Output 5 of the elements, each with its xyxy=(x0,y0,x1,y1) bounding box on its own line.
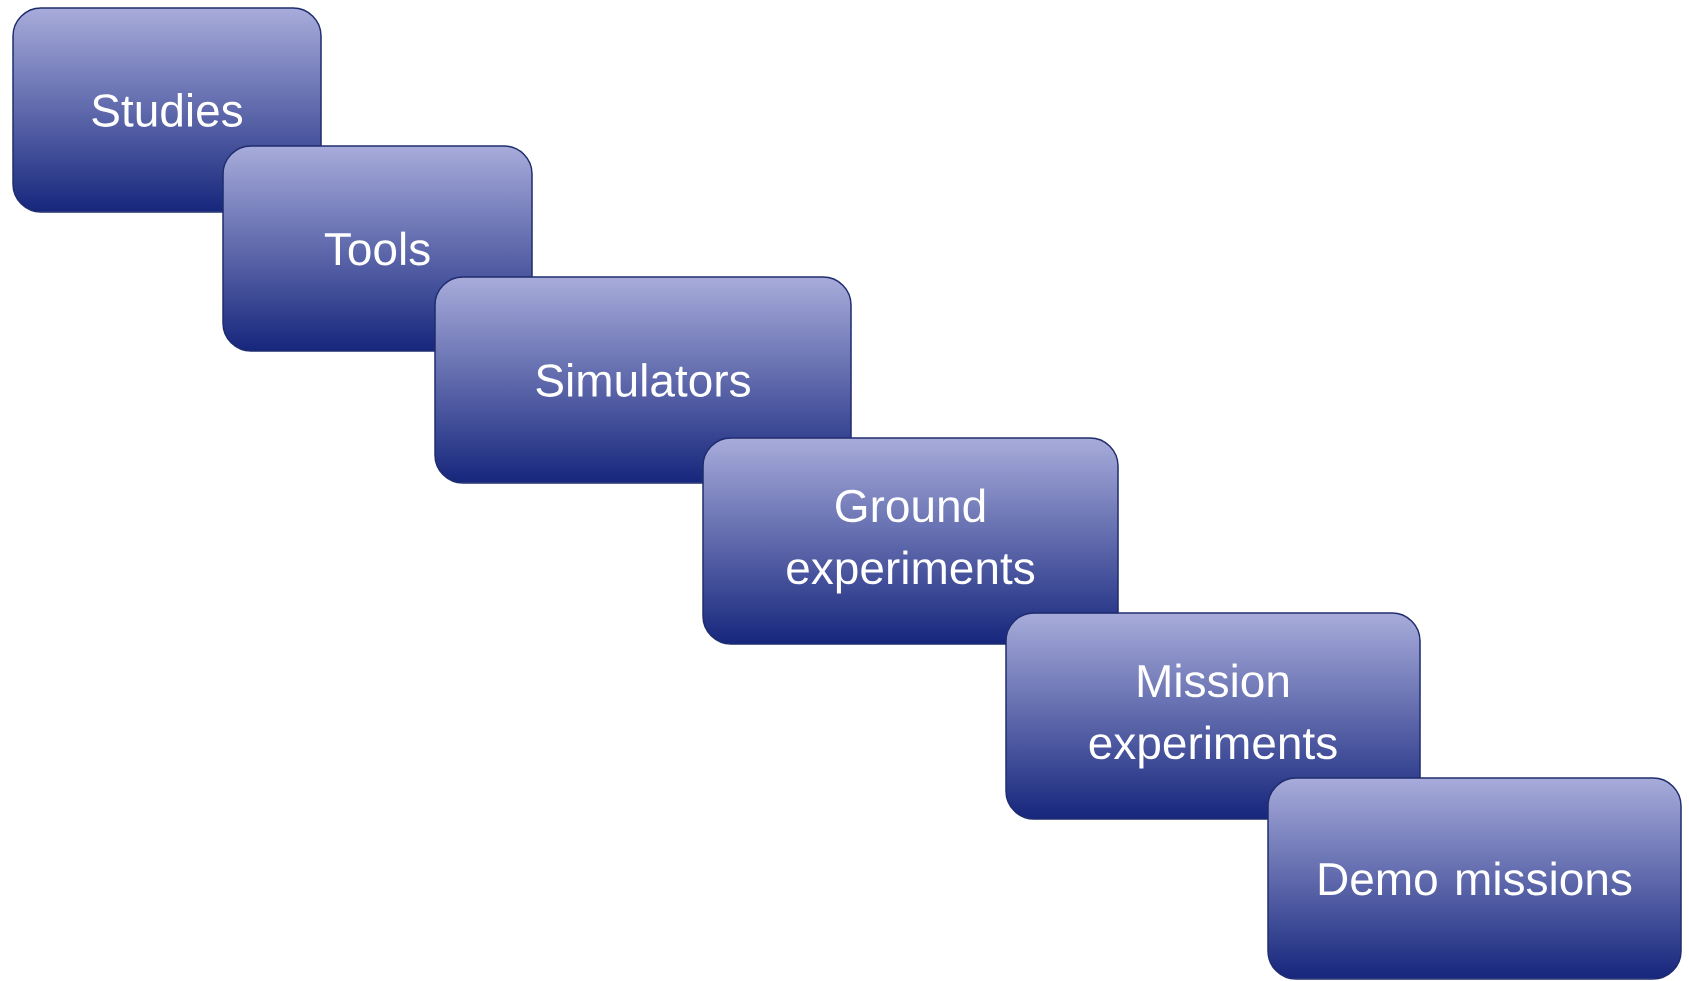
step-box: Ground experiments xyxy=(702,437,1119,645)
step-box: Simulators xyxy=(434,276,852,484)
step-box: Demo missions xyxy=(1267,777,1682,980)
step-box: Mission experiments xyxy=(1005,612,1421,820)
step-box: Studies xyxy=(12,7,322,213)
